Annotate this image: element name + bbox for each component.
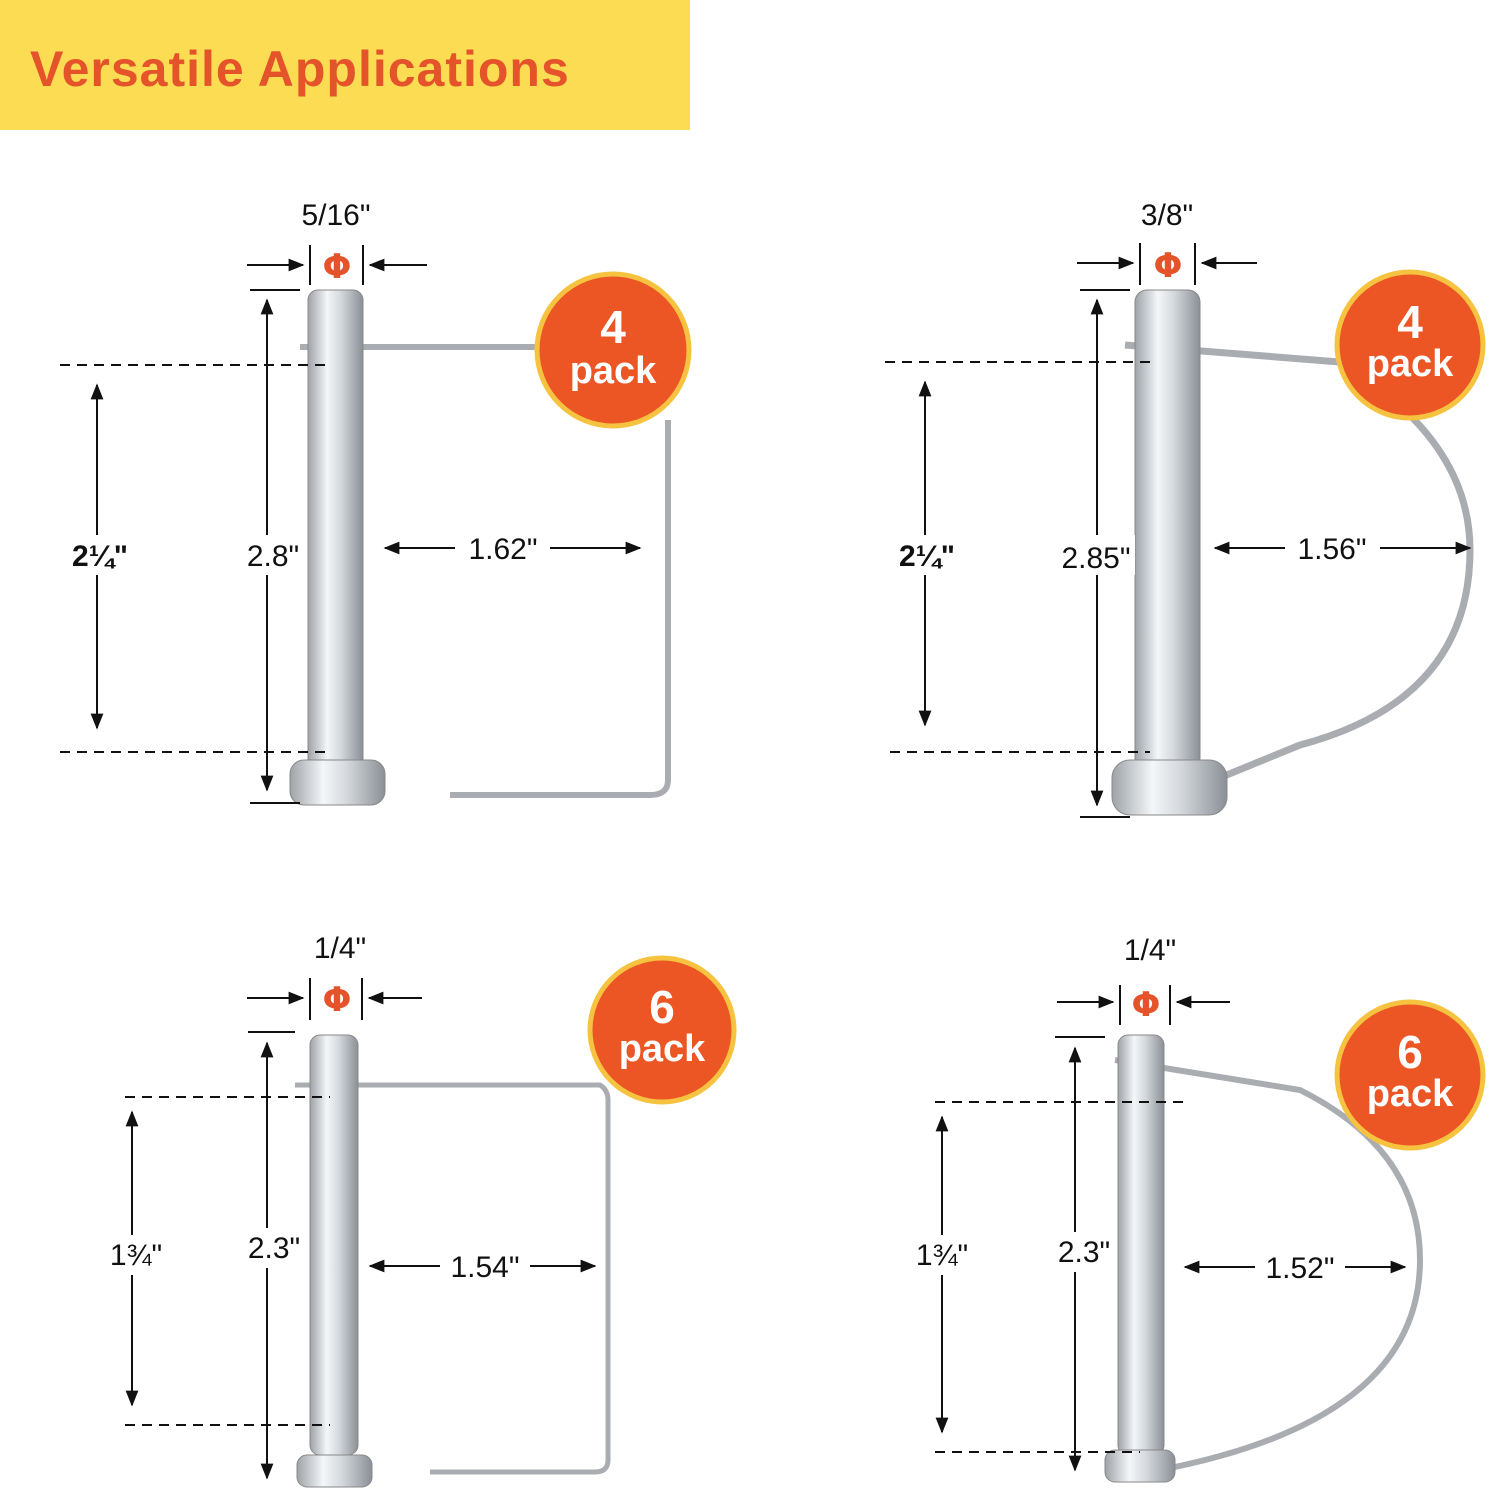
pack-badge: 6 pack: [587, 955, 737, 1105]
svg-text:4: 4: [600, 301, 626, 353]
pin-head: [289, 759, 386, 806]
total-length-label: 2.3": [248, 1232, 300, 1265]
svg-text:4: 4: [1397, 296, 1423, 348]
usable-length-label: 1¾": [916, 1239, 968, 1272]
pin-panel-3: 1/4" Φ 1¾" 2.3" 1.54" 6 pack: [100, 932, 737, 1488]
banner-title: Versatile Applications: [30, 41, 570, 97]
svg-text:pack: pack: [1367, 343, 1454, 385]
svg-text:pack: pack: [570, 350, 657, 392]
width-label: 1.52": [1265, 1252, 1334, 1285]
diameter-icon: Φ: [323, 980, 352, 1020]
diameter-label: 3/8": [1141, 199, 1193, 232]
diameter-icon: Φ: [1154, 246, 1183, 286]
title-banner: Versatile Applications: [0, 0, 690, 130]
pin-shaft: [1117, 1034, 1165, 1456]
pin-head: [1111, 759, 1228, 816]
svg-text:pack: pack: [619, 1028, 706, 1070]
pin-head: [1104, 1449, 1176, 1483]
total-length-label: 2.8": [247, 540, 299, 573]
diameter-icon: Φ: [323, 247, 352, 287]
svg-text:6: 6: [1397, 1026, 1423, 1078]
width-label: 1.54": [450, 1251, 519, 1284]
width-label: 1.62": [468, 533, 537, 566]
usable-length-label: 2¼": [72, 540, 128, 573]
diameter-label: 1/4": [1124, 934, 1176, 967]
diameter-label: 5/16": [301, 199, 370, 232]
wire-ring: [295, 1082, 611, 1475]
pin-shaft: [307, 289, 364, 771]
pin-panel-1: 5/16" Φ 2¼" 2.8" 1.62" 4 pack: [60, 199, 692, 806]
svg-text:pack: pack: [1367, 1073, 1454, 1115]
pin-head: [296, 1454, 373, 1488]
usable-length-label: 1¾": [110, 1239, 162, 1272]
total-length-label: 2.85": [1061, 542, 1130, 575]
diameter-icon: Φ: [1132, 985, 1161, 1025]
usable-length-label: 2¼": [899, 540, 955, 573]
svg-text:6: 6: [649, 981, 675, 1033]
total-length-label: 2.3": [1058, 1236, 1110, 1269]
width-label: 1.56": [1297, 533, 1366, 566]
pack-badge: 4 pack: [534, 271, 692, 429]
diameter-label: 1/4": [314, 932, 366, 965]
pin-panel-4: 1/4" Φ 1¾" 2.3" 1.52" 6 pack: [905, 934, 1486, 1483]
pin-panel-2: 3/8" Φ 2¼" 2.85" 1.56" 4 pack: [885, 199, 1486, 818]
pack-badge: 4 pack: [1334, 269, 1486, 421]
pack-badge: 6 pack: [1334, 999, 1486, 1151]
